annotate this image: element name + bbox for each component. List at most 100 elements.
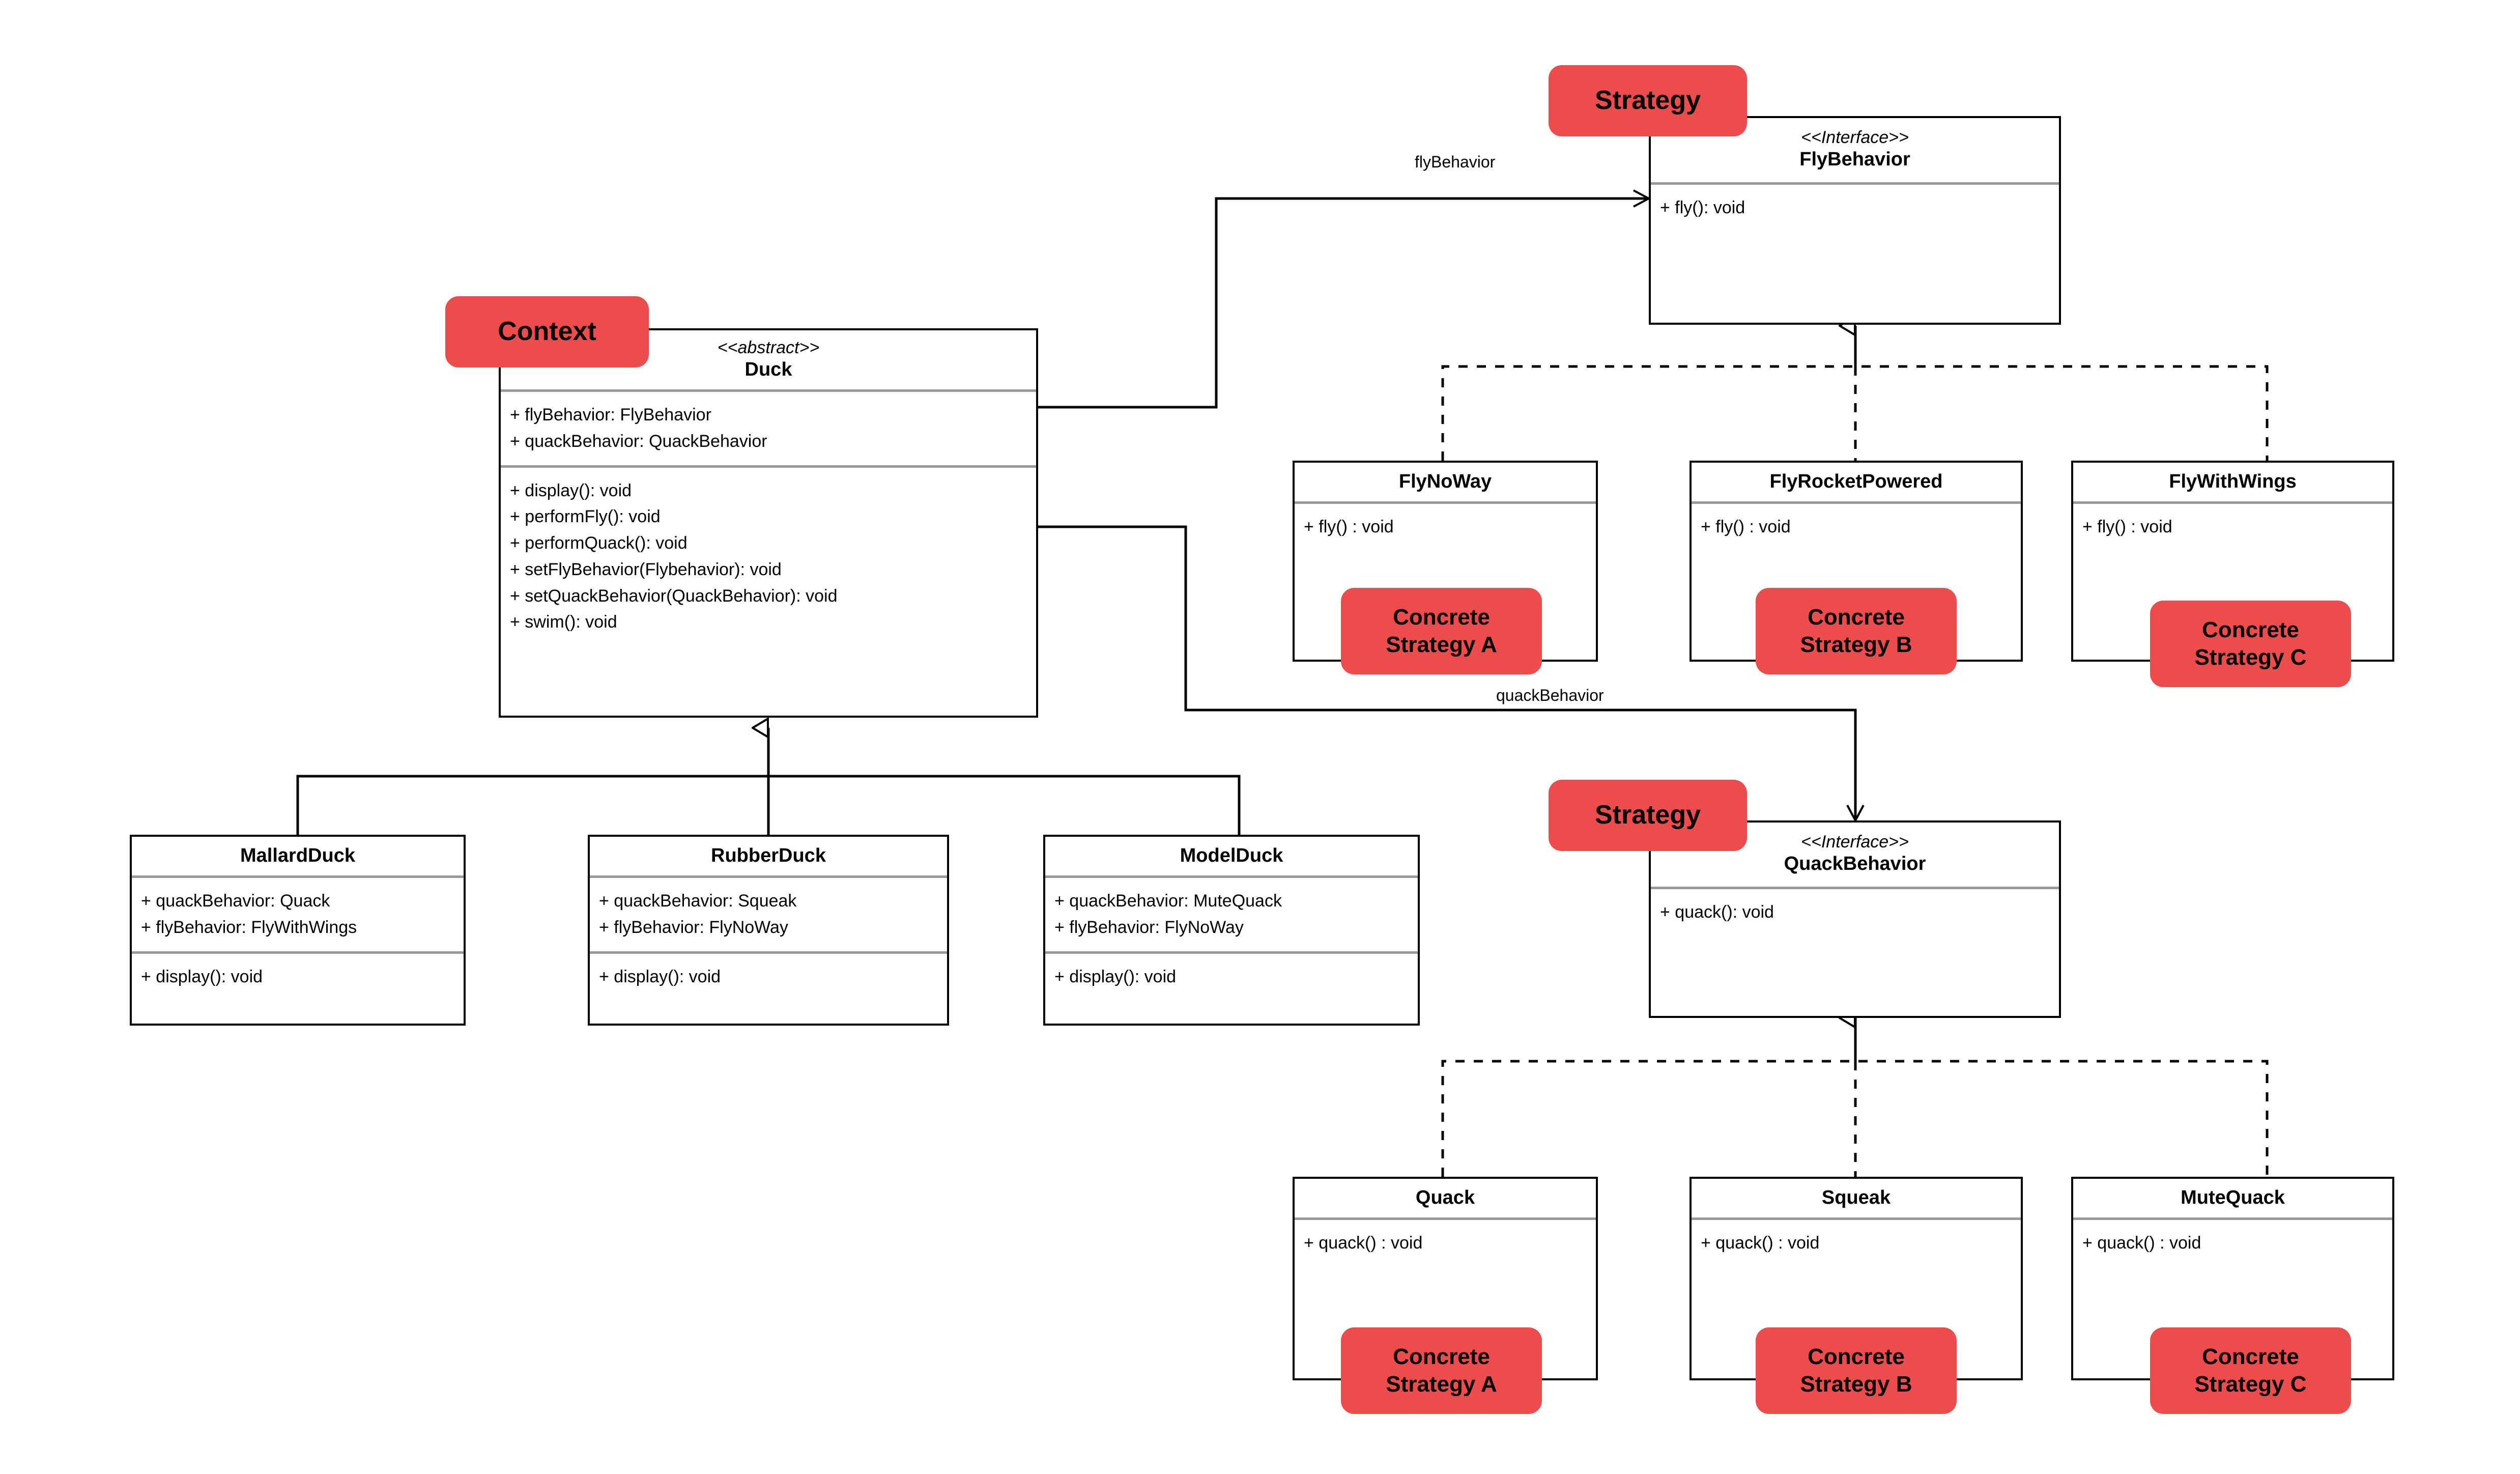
attribute-row: + flyBehavior: FlyNoWay bbox=[599, 918, 788, 938]
badge-label-line1: Concrete bbox=[1808, 1344, 1905, 1370]
operation-row: + performQuack(): void bbox=[510, 533, 688, 553]
class-attributes-rubberduck: + quackBehavior: Squeak + flyBehavior: F… bbox=[590, 878, 947, 954]
badge-label-line2: Strategy B bbox=[1800, 632, 1912, 657]
edge-duck-generalization bbox=[296, 728, 1241, 835]
class-header-flyrocketpowered: FlyRocketPowered bbox=[1692, 463, 2021, 504]
attribute-row: + flyBehavior: FlyWithWings bbox=[141, 918, 357, 938]
badge-label-line2: Strategy A bbox=[1386, 632, 1497, 657]
class-header-flybehavior: <<Interface>> FlyBehavior bbox=[1651, 118, 2059, 185]
badge-label-line2: Strategy C bbox=[2194, 645, 2307, 670]
class-operations-quack: + quack() : void bbox=[1295, 1220, 1596, 1378]
operation-row: + swim(): void bbox=[510, 612, 617, 632]
badge-label-line1: Concrete bbox=[2202, 1344, 2299, 1370]
badge-label-line2: Strategy C bbox=[2194, 1372, 2307, 1397]
class-box-flyrocketpowered[interactable]: FlyRocketPowered + fly() : void bbox=[1689, 461, 2023, 662]
edge-label-quackbehavior: quackBehavior bbox=[1496, 686, 1604, 704]
class-header-flywithwings: FlyWithWings bbox=[2073, 463, 2392, 504]
operation-row: + display(): void bbox=[141, 967, 263, 986]
edge-flybehavior-realization bbox=[1441, 326, 2269, 461]
class-box-flynoway[interactable]: FlyNoWay + fly() : void bbox=[1293, 461, 1598, 662]
badge-concrete-strategy-c-fly: Concrete Strategy C bbox=[2150, 601, 2351, 687]
class-name-flyrocketpowered: FlyRocketPowered bbox=[1769, 471, 1943, 492]
attribute-row: + quackBehavior: QuackBehavior bbox=[510, 432, 767, 451]
badge-concrete-strategy-a-quack: Concrete Strategy A bbox=[1341, 1327, 1542, 1414]
class-box-duck[interactable]: <<abstract>> Duck + flyBehavior: FlyBeha… bbox=[499, 328, 1038, 718]
class-box-modelduck[interactable]: ModelDuck + quackBehavior: MuteQuack + f… bbox=[1043, 835, 1420, 1026]
class-attributes-duck: + flyBehavior: FlyBehavior + quackBehavi… bbox=[501, 392, 1036, 468]
class-name-squeak: Squeak bbox=[1821, 1187, 1891, 1208]
class-name-modelduck: ModelDuck bbox=[1180, 845, 1283, 866]
operation-row: + setQuackBehavior(QuackBehavior): void bbox=[510, 586, 838, 606]
edge-duck-flybehavior bbox=[995, 189, 1651, 423]
class-name-flybehavior: FlyBehavior bbox=[1799, 149, 1910, 171]
badge-concrete-strategy-b-fly: Concrete Strategy B bbox=[1756, 588, 1957, 674]
edge-quackbehavior-realization bbox=[1441, 1018, 2269, 1177]
class-box-quackbehavior[interactable]: <<Interface>> QuackBehavior + quack(): v… bbox=[1649, 820, 2061, 1018]
class-operations-modelduck: + display(): void bbox=[1045, 954, 1418, 1024]
badge-label-line1: Concrete bbox=[1393, 1344, 1490, 1370]
badge-label-line1: Concrete bbox=[2202, 617, 2299, 643]
operation-row: + quack(): void bbox=[1660, 902, 1774, 922]
operation-row: + fly(): void bbox=[1660, 198, 1745, 218]
operation-row: + performFly(): void bbox=[510, 507, 661, 527]
badge-label-line2: Strategy A bbox=[1386, 1372, 1497, 1397]
class-stereotype-flybehavior: <<Interface>> bbox=[1801, 128, 1909, 147]
operation-row: + fly() : void bbox=[1304, 517, 1394, 537]
badge-strategy-fly: Strategy bbox=[1549, 65, 1747, 136]
class-stereotype-quackbehavior: <<Interface>> bbox=[1801, 832, 1909, 852]
badge-concrete-strategy-b-quack: Concrete Strategy B bbox=[1756, 1327, 1957, 1414]
class-operations-flynoway: + fly() : void bbox=[1295, 504, 1596, 660]
operation-row: + display(): void bbox=[510, 480, 632, 500]
class-operations-flyrocketpowered: + fly() : void bbox=[1692, 504, 2021, 660]
class-box-rubberduck[interactable]: RubberDuck + quackBehavior: Squeak + fly… bbox=[588, 835, 949, 1026]
class-name-flywithwings: FlyWithWings bbox=[2169, 471, 2297, 492]
badge-concrete-strategy-c-quack: Concrete Strategy C bbox=[2150, 1327, 2351, 1414]
class-header-mallardduck: MallardDuck bbox=[132, 837, 464, 878]
class-header-quack: Quack bbox=[1295, 1179, 1596, 1221]
attribute-row: + quackBehavior: MuteQuack bbox=[1054, 891, 1282, 911]
class-box-mallardduck[interactable]: MallardDuck + quackBehavior: Quack + fly… bbox=[130, 835, 466, 1026]
badge-label-line1: Concrete bbox=[1393, 605, 1490, 630]
operation-row: + display(): void bbox=[599, 967, 721, 986]
class-operations-squeak: + quack() : void bbox=[1692, 1220, 2021, 1378]
class-operations-flybehavior: + fly(): void bbox=[1651, 185, 2059, 323]
attribute-row: + quackBehavior: Quack bbox=[141, 891, 330, 911]
class-header-duck: <<abstract>> Duck bbox=[501, 330, 1036, 392]
attribute-row: + flyBehavior: FlyNoWay bbox=[1054, 918, 1244, 938]
class-attributes-modelduck: + quackBehavior: MuteQuack + flyBehavior… bbox=[1045, 878, 1418, 954]
badge-strategy-quack: Strategy bbox=[1549, 780, 1747, 851]
operation-row: + quack() : void bbox=[1304, 1233, 1423, 1253]
class-name-quackbehavior: QuackBehavior bbox=[1784, 853, 1926, 875]
class-name-duck: Duck bbox=[744, 359, 792, 381]
class-operations-quackbehavior: + quack(): void bbox=[1651, 889, 2059, 1016]
class-header-quackbehavior: <<Interface>> QuackBehavior bbox=[1651, 823, 2059, 890]
edge-label-flybehavior: flyBehavior bbox=[1415, 153, 1496, 171]
badge-context: Context bbox=[445, 296, 649, 367]
class-operations-mutequack: + quack() : void bbox=[2073, 1220, 2392, 1378]
class-header-rubberduck: RubberDuck bbox=[590, 837, 947, 878]
operation-row: + display(): void bbox=[1054, 967, 1177, 986]
class-operations-flywithwings: + fly() : void bbox=[2073, 504, 2392, 660]
attribute-row: + flyBehavior: FlyBehavior bbox=[510, 405, 711, 425]
class-name-rubberduck: RubberDuck bbox=[711, 845, 826, 866]
class-header-modelduck: ModelDuck bbox=[1045, 837, 1418, 878]
class-name-quack: Quack bbox=[1415, 1187, 1475, 1208]
badge-label-line2: Strategy B bbox=[1800, 1372, 1912, 1397]
class-operations-rubberduck: + display(): void bbox=[590, 954, 947, 1024]
operation-row: + fly() : void bbox=[2082, 517, 2172, 537]
badge-concrete-strategy-a-fly: Concrete Strategy A bbox=[1341, 588, 1542, 674]
class-name-mutequack: MuteQuack bbox=[2181, 1187, 2285, 1208]
class-box-flybehavior[interactable]: <<Interface>> FlyBehavior + fly(): void bbox=[1649, 116, 2061, 325]
operation-row: + fly() : void bbox=[1701, 517, 1791, 537]
class-header-mutequack: MuteQuack bbox=[2073, 1179, 2392, 1221]
attribute-row: + quackBehavior: Squeak bbox=[599, 891, 797, 911]
class-operations-duck: + display(): void + performFly(): void +… bbox=[501, 468, 1036, 716]
class-name-flynoway: FlyNoWay bbox=[1398, 471, 1492, 492]
class-operations-mallardduck: + display(): void bbox=[132, 954, 464, 1024]
class-stereotype-duck: <<abstract>> bbox=[717, 338, 820, 357]
badge-label: Strategy bbox=[1594, 800, 1701, 830]
class-header-squeak: Squeak bbox=[1692, 1179, 2021, 1221]
operation-row: + quack() : void bbox=[1701, 1233, 1820, 1253]
operation-row: + quack() : void bbox=[2082, 1233, 2201, 1253]
